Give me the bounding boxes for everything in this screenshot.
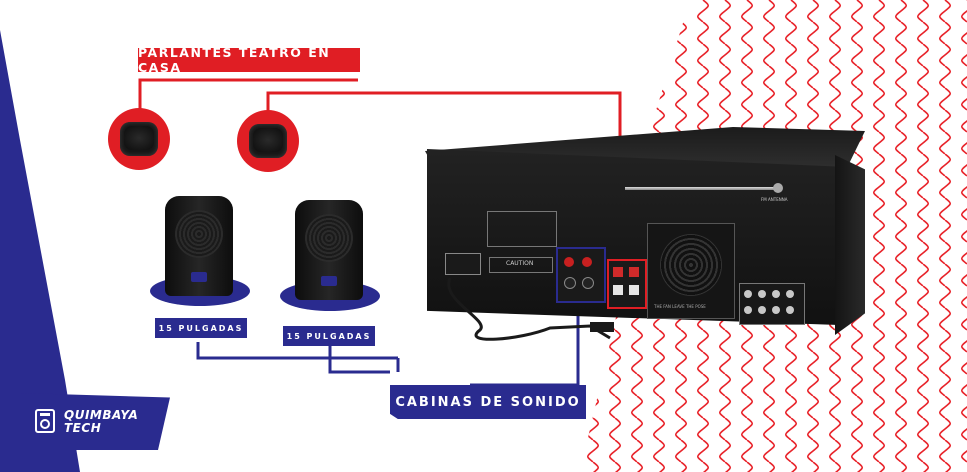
fm-antenna-rod (625, 187, 775, 190)
speaker-icon (249, 124, 287, 158)
speaker-logo-icon (35, 409, 55, 433)
home-theater-label: PARLANTES TEATRO EN CASA (138, 45, 360, 75)
caution-sticker: CAUTION (489, 257, 553, 273)
home-theater-speaker-left (108, 108, 170, 170)
speaker-icon (120, 122, 158, 156)
antenna-connector-icon (773, 183, 783, 193)
speaker-size-label-right: 15 PULGADAS (283, 326, 375, 346)
rca-inputs (739, 283, 805, 325)
brand-badge-icon (191, 272, 207, 282)
fan-label: THE FAN LEAVE THE POSE (654, 304, 706, 309)
amplifier-side-panel (835, 155, 865, 335)
fm-antenna-label: FM ANTENNA (761, 197, 788, 202)
cooling-fan: THE FAN LEAVE THE POSE (647, 223, 735, 319)
home-theater-terminals (607, 259, 647, 309)
amplifier: FM ANTENNA CAUTION THE FAN LEAVE THE POS… (425, 127, 865, 345)
power-inlet (445, 253, 481, 275)
brand-badge-icon (321, 276, 337, 286)
cabinet-terminals (556, 247, 606, 303)
caution-label: CAUTION (506, 260, 534, 267)
brand-logo: QUIMBAYA TECH (20, 393, 170, 450)
home-theater-speaker-right (237, 110, 299, 172)
brand-name-line2: TECH (64, 421, 102, 435)
cabinets-label: CABINAS DE SONIDO (390, 385, 586, 419)
cabinet-speaker-left (165, 196, 233, 296)
fan-grille-icon (660, 234, 722, 296)
left-blue-band (0, 30, 80, 472)
spec-plate (487, 211, 557, 247)
speaker-size-label-left: 15 PULGADAS (155, 318, 247, 338)
brand-name-line1: QUIMBAYA (64, 408, 139, 422)
power-cable (447, 277, 614, 341)
cabinet-speaker-right (295, 200, 363, 300)
